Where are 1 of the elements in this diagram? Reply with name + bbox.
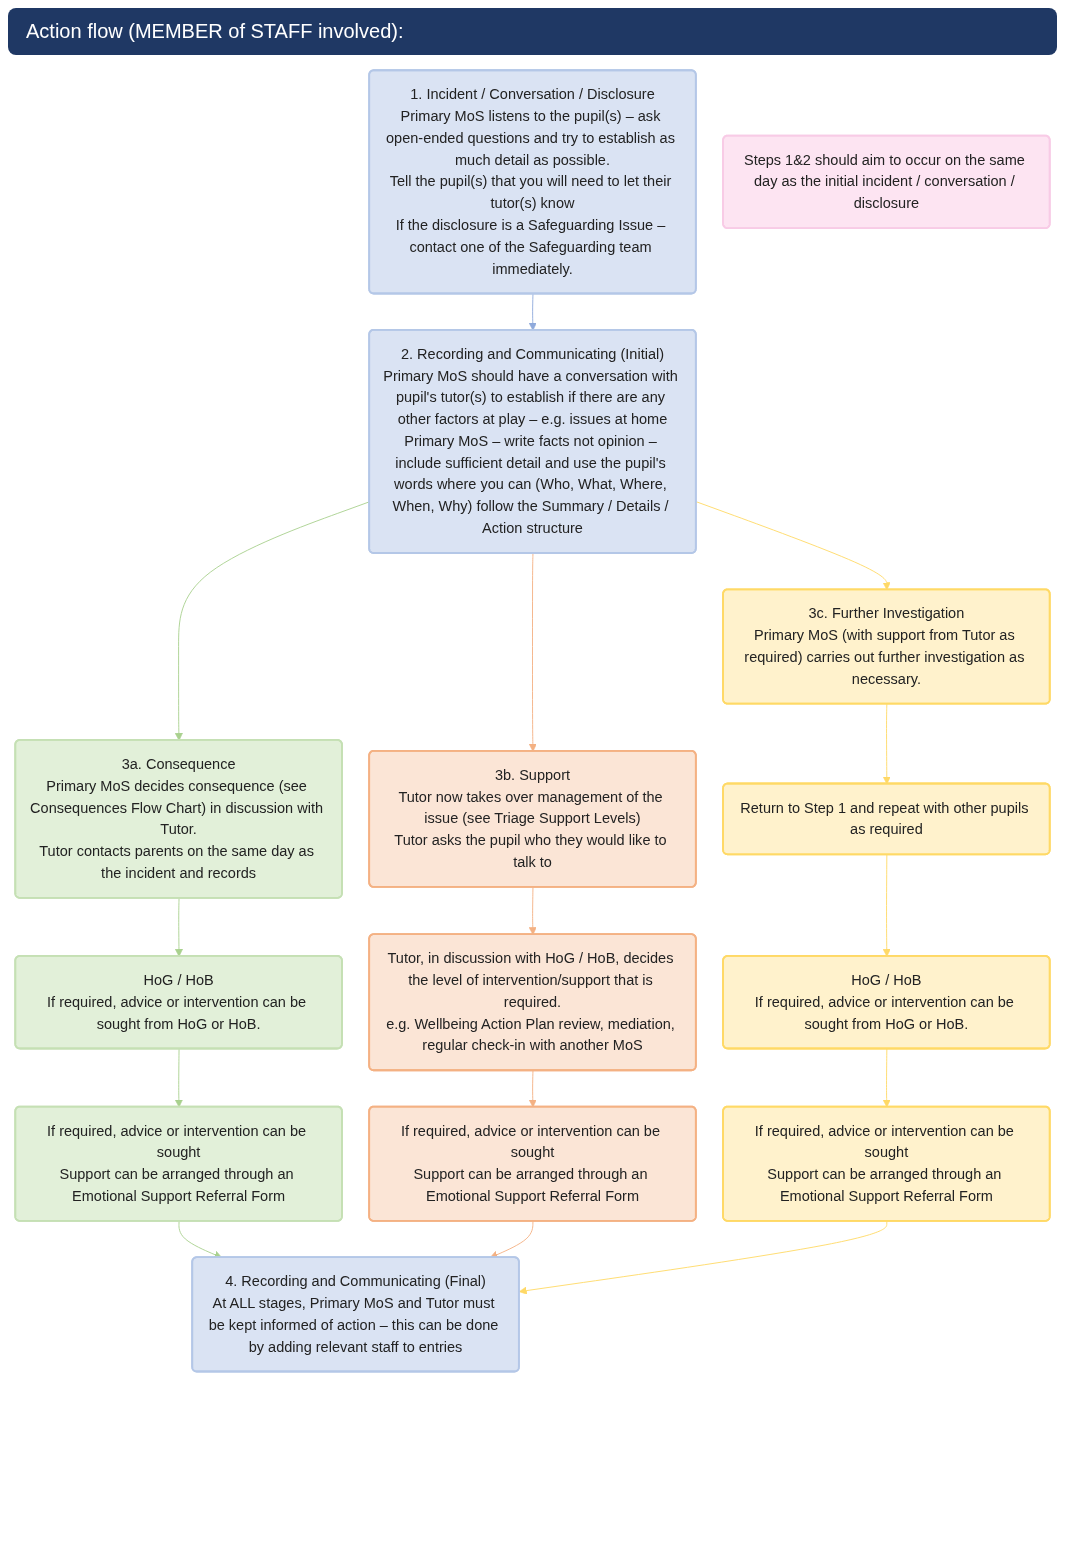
title-banner: Action flow (MEMBER of STAFF involved): bbox=[8, 8, 1057, 55]
